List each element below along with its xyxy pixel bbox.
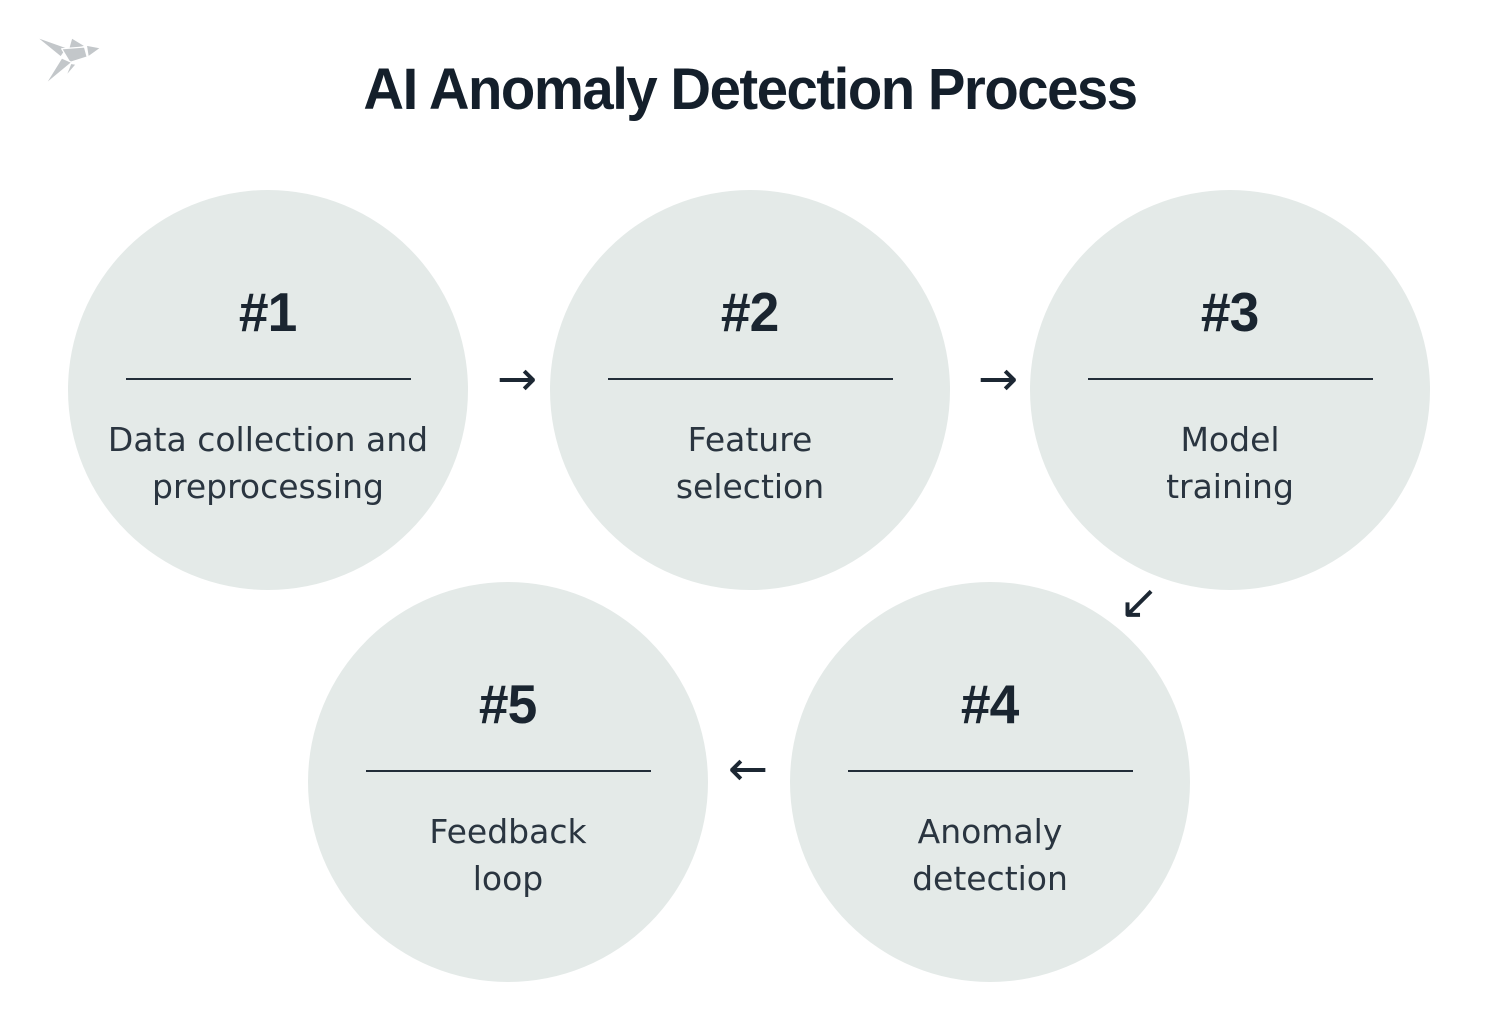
step-divider [365, 769, 651, 772]
step-label-line: training [1166, 466, 1294, 506]
step-circle-3: #3 Model training [1030, 190, 1430, 590]
step-label-line: Feature [687, 419, 813, 459]
step-number: #5 [479, 672, 537, 735]
step-label: Feature selection [565, 416, 935, 510]
arrow-right-icon: → [496, 351, 538, 407]
step-label-line: selection [675, 466, 825, 506]
step-label: Feedback loop [323, 808, 693, 902]
step-divider [1087, 377, 1373, 380]
step-label-line: Data collection and [107, 419, 429, 459]
step-number: #2 [721, 280, 779, 343]
step-divider [847, 769, 1133, 772]
step-label-line: loop [472, 858, 544, 898]
step-number: #3 [1201, 280, 1259, 343]
arrow-left-icon: ← [727, 741, 769, 797]
step-number: #1 [239, 280, 297, 343]
page-title: AI Anomaly Detection Process [363, 57, 1138, 122]
step-circle-1: #1 Data collection and preprocessing [68, 190, 468, 590]
step-label: Anomaly detection [805, 808, 1175, 902]
arrow-right-icon: → [977, 351, 1019, 407]
step-divider [607, 377, 893, 380]
origami-bird-logo-icon [35, 36, 102, 85]
step-label: Data collection and preprocessing [83, 416, 453, 510]
step-circle-5: #5 Feedback loop [308, 582, 708, 982]
step-label-line: preprocessing [152, 466, 384, 506]
step-divider [125, 377, 411, 380]
step-label-line: Anomaly [917, 811, 1063, 851]
step-number: #4 [961, 672, 1019, 735]
step-label-line: detection [912, 858, 1068, 898]
step-label-line: Feedback [429, 811, 587, 851]
arrow-down-left-icon: ↙ [1118, 574, 1160, 630]
step-circle-2: #2 Feature selection [550, 190, 950, 590]
step-circle-4: #4 Anomaly detection [790, 582, 1190, 982]
step-label-line: Model [1180, 419, 1280, 459]
step-label: Model training [1045, 416, 1415, 510]
